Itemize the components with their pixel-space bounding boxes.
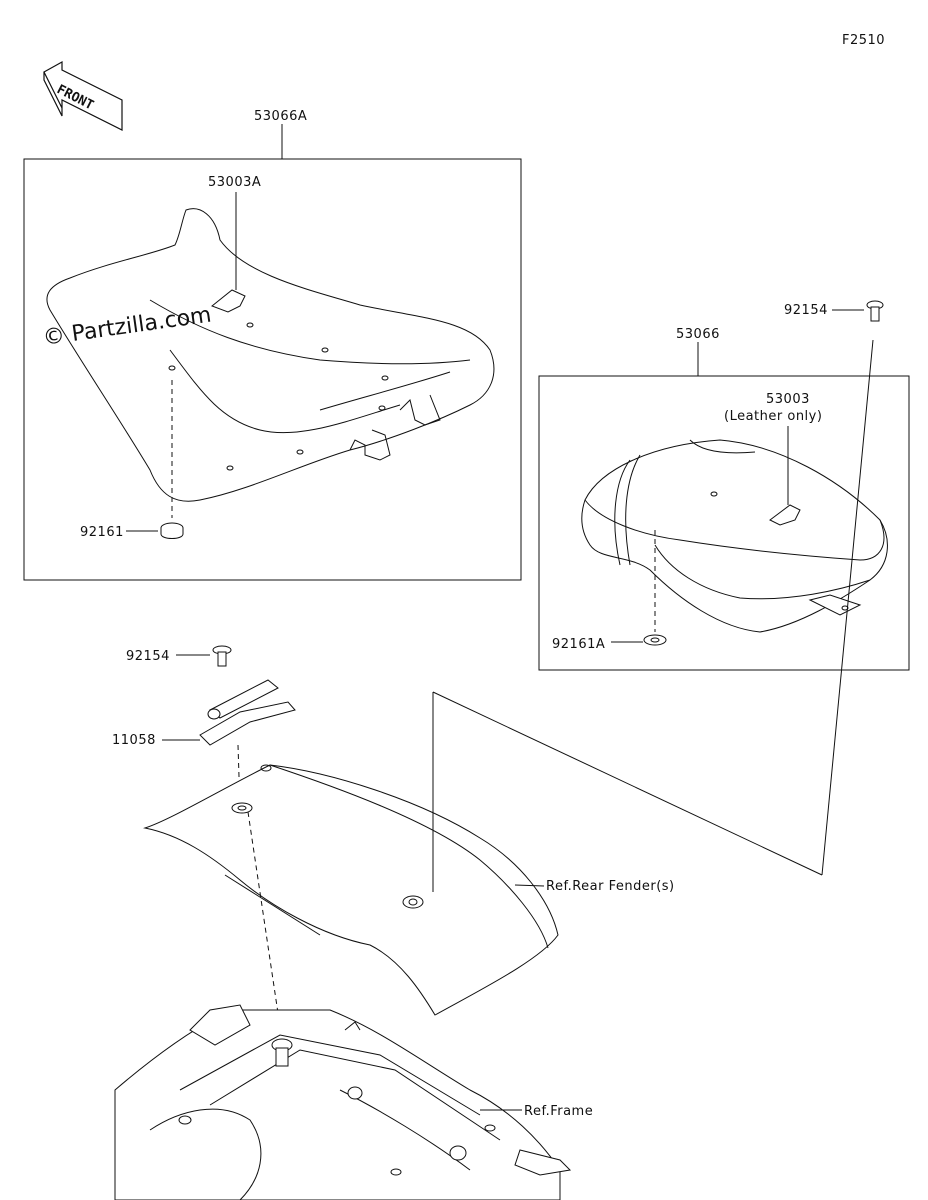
label-92154-hook: 92154 bbox=[126, 649, 170, 664]
label-11058: 11058 bbox=[112, 733, 156, 748]
label-92161: 92161 bbox=[80, 525, 124, 540]
front-arrow-icon: FRONT bbox=[43, 60, 123, 131]
hook-11058 bbox=[199, 679, 296, 746]
label-53066A: 53066A bbox=[254, 109, 307, 124]
rear-seat-box bbox=[538, 375, 910, 671]
rear-fender bbox=[143, 764, 559, 1016]
frame bbox=[114, 1004, 572, 1200]
label-53066: 53066 bbox=[676, 327, 720, 342]
front-seat-box bbox=[23, 158, 522, 581]
bolt-92154-rear bbox=[866, 300, 884, 322]
label-92154-rear: 92154 bbox=[784, 303, 828, 318]
label-53003: 53003 bbox=[766, 392, 810, 407]
diagram-code: F2510 bbox=[842, 33, 885, 48]
label-ref-rear-fender: Ref.Rear Fender(s) bbox=[546, 879, 675, 894]
bolt-92154-hook bbox=[212, 645, 232, 667]
label-ref-frame: Ref.Frame bbox=[524, 1104, 593, 1119]
damper-92161A bbox=[643, 634, 667, 646]
label-leather-only: (Leather only) bbox=[724, 409, 822, 424]
rear-seat bbox=[581, 439, 888, 633]
front-seat bbox=[46, 208, 495, 502]
label-53003A: 53003A bbox=[208, 175, 261, 190]
label-92161A: 92161A bbox=[552, 637, 605, 652]
damper-92161 bbox=[160, 522, 184, 539]
